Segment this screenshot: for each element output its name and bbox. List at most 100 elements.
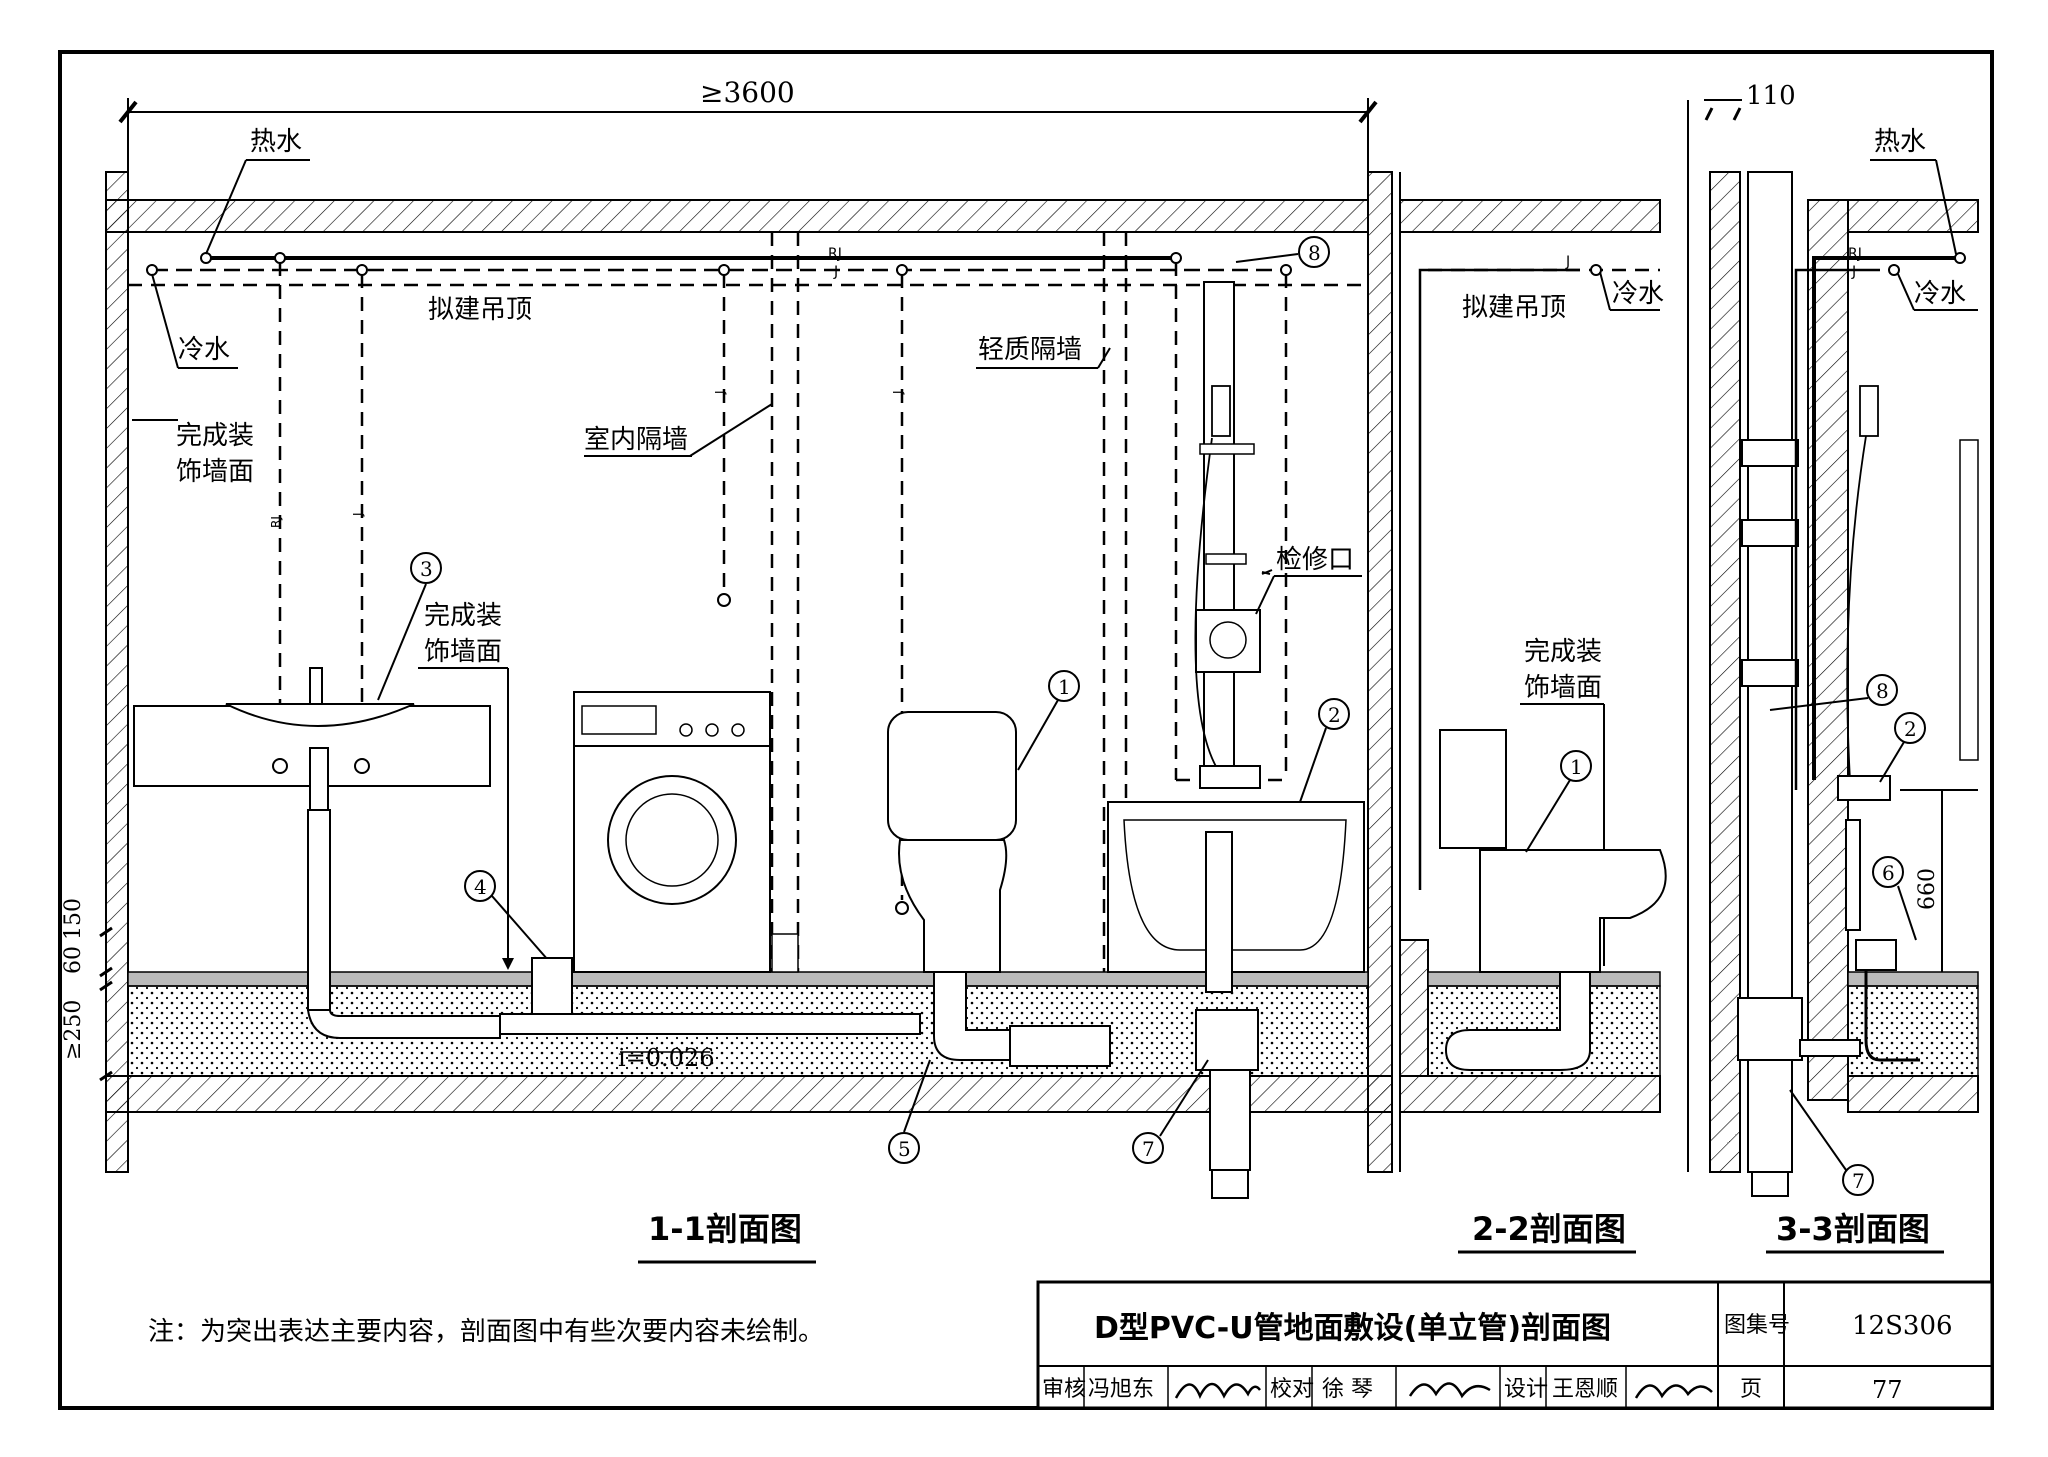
callout-8b (1866, 674, 1898, 706)
toilet-bowl-2-2 (1479, 849, 1667, 973)
check-label: 校对 (1270, 1377, 1314, 1402)
wall-2-2-base (1399, 939, 1429, 1077)
callout-5-label: 5 (898, 1137, 911, 1161)
label-finished-wall-b2: 饰墙面 (424, 637, 502, 667)
checker-signature (1408, 1382, 1491, 1399)
title-block: D型PVC-U管地面敷设(单立管)剖面图 图集号 12S306 审核 冯旭东 校… (1036, 1280, 1994, 1410)
atlas-label: 图集号 (1724, 1313, 1790, 1338)
shower-head (1211, 385, 1231, 437)
section-2-2: 拟建吊顶 J 冷水 完成装 饰墙面 1 2-2剖面图 (1399, 172, 1667, 1254)
wall-3-3 (1709, 171, 1741, 1173)
drawing-note: 注：为突出表达主要内容，剖面图中有些次要内容未绘制。 (148, 1317, 824, 1347)
washbasin (225, 703, 415, 727)
label-finished-wall-a2: 饰墙面 (176, 457, 254, 487)
toilet-horizontal-drain (1009, 1025, 1111, 1067)
callout-8b-label: 8 (1876, 679, 1889, 703)
label-finished-wall-a1: 完成装 (176, 421, 254, 451)
label-finished-wall-c1: 完成装 (1524, 637, 1602, 667)
callout-4 (464, 870, 496, 902)
callout-6-label: 6 (1882, 861, 1895, 885)
designer-name: 王恩顺 (1552, 1377, 1618, 1402)
dim-width-1-1: ≥3600 (700, 76, 795, 109)
label-ceiling: 拟建吊顶 (428, 295, 532, 325)
callout-3-label: 3 (420, 557, 433, 581)
tag-j-3-3: J (1851, 264, 1856, 280)
review-label: 审核 (1042, 1377, 1086, 1402)
basin-trap (309, 747, 329, 811)
page-label: 页 (1740, 1377, 1762, 1402)
callout-7a-label: 7 (1142, 1137, 1155, 1161)
section-title-1-1: 1-1剖面图 (648, 1210, 802, 1248)
stack-base-fitting (1195, 1009, 1259, 1071)
shower-hose (1194, 437, 1219, 771)
designer-signature (1634, 1384, 1713, 1399)
dim-660: 660 (1915, 868, 1940, 910)
label-hot-water-3-3: 热水 (1874, 127, 1926, 157)
toilet-tank-2-2 (1439, 729, 1507, 849)
tag-j-v1: J (351, 512, 365, 517)
right-wall-1-1 (1367, 171, 1393, 1173)
callout-1 (1048, 670, 1080, 702)
design-label: 设计 (1504, 1377, 1548, 1402)
section-1-1: ≥3600 拟建吊顶 RJ J 热水 冷 (61, 76, 1393, 1264)
callout-8 (1298, 236, 1330, 268)
toilet-drain (933, 971, 1011, 1061)
basin-faucet (309, 667, 323, 705)
tag-j-v2: J (713, 390, 727, 395)
label-ceiling-2-2: 拟建吊顶 (1462, 293, 1566, 323)
label-cold-water: 冷水 (178, 335, 230, 365)
callout-8-label: 8 (1308, 241, 1321, 265)
callout-6 (1872, 856, 1904, 888)
callout-2-label: 2 (1328, 703, 1341, 727)
reviewer-signature (1174, 1382, 1261, 1399)
tag-rj-v1: RJ (269, 516, 283, 528)
callout-1-label: 1 (1058, 675, 1071, 699)
label-cold-water-3-3: 冷水 (1914, 279, 1966, 309)
callout-1b-label: 1 (1570, 755, 1583, 779)
callout-7a (1132, 1132, 1164, 1164)
tag-j-2-2: J (1565, 254, 1570, 270)
drawing-frame (58, 50, 1994, 1410)
dim-60: 60 (61, 946, 86, 974)
basin-drain (307, 809, 331, 1011)
tag-rj: RJ (828, 246, 842, 262)
dim-150: 150 (61, 898, 86, 940)
floor-slab (105, 1075, 1393, 1113)
reviewer-name: 冯旭东 (1088, 1377, 1154, 1402)
callout-2 (1318, 698, 1350, 730)
label-cold-water-2-2: 冷水 (1612, 279, 1664, 309)
callout-2b-label: 2 (1904, 717, 1917, 741)
drawing-title: D型PVC-U管地面敷设(单立管)剖面图 (1094, 1311, 1611, 1346)
ceiling-slab (105, 199, 1369, 233)
label-light-partition: 轻质隔墙 (978, 335, 1082, 365)
label-interior-partition: 室内隔墙 (584, 425, 688, 455)
stack-lower (1209, 1069, 1251, 1171)
branch-drain (499, 1013, 921, 1035)
dim-250: ≥250 (61, 1000, 86, 1060)
slope-label: i=0.026 (618, 1044, 715, 1072)
label-finished-wall-b1: 完成装 (424, 601, 502, 631)
tag-j-v3: J (891, 390, 905, 395)
callout-1b (1560, 750, 1592, 782)
section-title-2-2: 2-2剖面图 (1472, 1210, 1626, 1248)
callout-7b-label: 7 (1852, 1169, 1865, 1193)
tag-rj-3-3: RJ (1848, 246, 1862, 262)
floor-drain (531, 957, 573, 1019)
section-3-3: 110 RJ J 热水 冷水 8 (1687, 81, 1979, 1254)
callout-3 (410, 552, 442, 584)
shower-mixer (1199, 765, 1261, 789)
callout-4-label: 4 (474, 875, 487, 899)
toilet-bowl (898, 839, 1008, 973)
label-hot-water: 热水 (250, 127, 302, 157)
left-wall (105, 171, 129, 1173)
section-title-3-3: 3-3剖面图 (1776, 1210, 1930, 1248)
checker-name: 徐 琴 (1322, 1377, 1373, 1402)
callout-7b (1842, 1164, 1874, 1196)
label-finished-wall-c2: 饰墙面 (1524, 673, 1602, 703)
ceiling-slab-2-2 (1399, 199, 1661, 233)
stack-upper (1203, 281, 1235, 783)
bathtub-drain (1205, 831, 1233, 993)
tag-j: J (833, 264, 838, 280)
toilet-tank (887, 711, 1017, 841)
